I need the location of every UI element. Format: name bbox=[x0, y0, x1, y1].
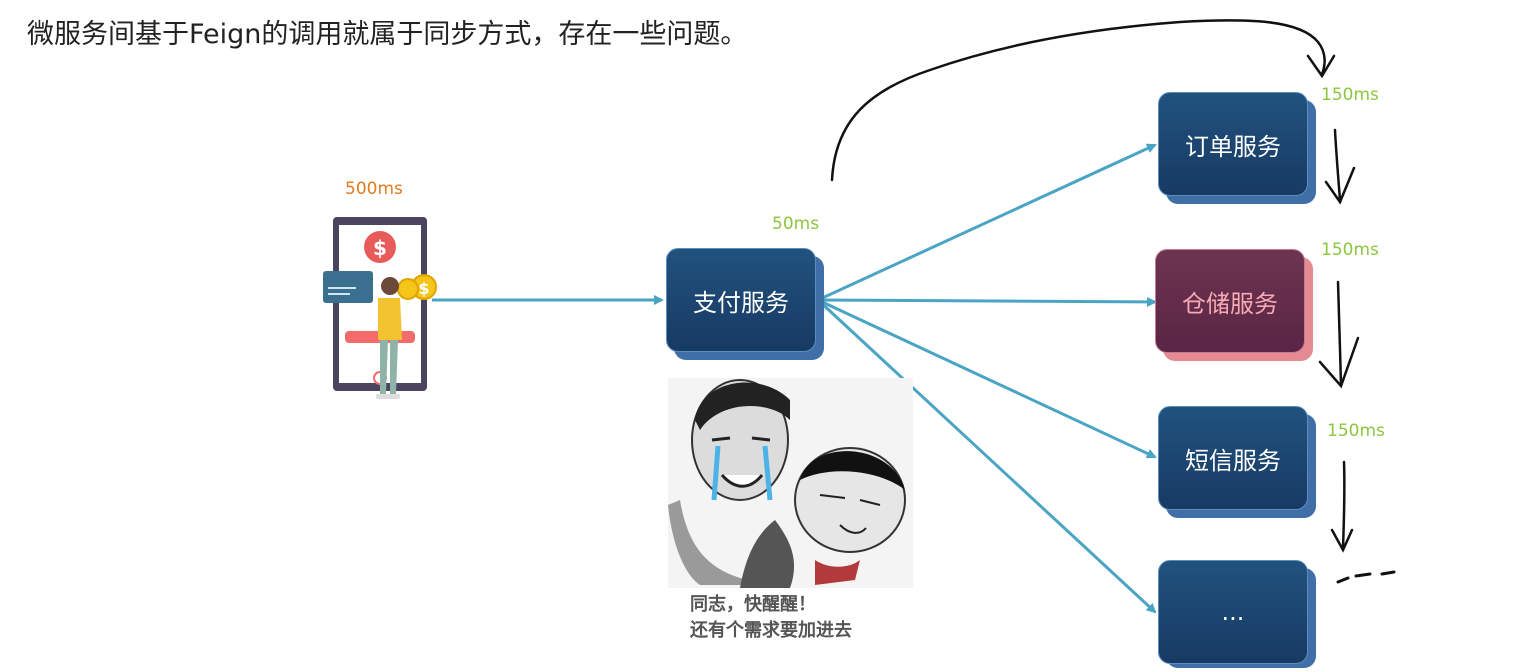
payment-service-box[interactable]: 支付服务 bbox=[666, 248, 824, 360]
handdrawn-down-arrow-3 bbox=[1341, 460, 1346, 550]
slide-title: 微服务间基于Feign的调用就属于同步方式，存在一些问题。 bbox=[27, 19, 748, 50]
more-services-box[interactable]: ... bbox=[1158, 560, 1316, 668]
handdrawn-curve-arrowhead bbox=[1306, 54, 1336, 79]
arrow-payment-to-order bbox=[817, 143, 1157, 302]
order-latency: 150ms bbox=[1321, 85, 1379, 105]
arrow-payment-to-storage bbox=[817, 296, 1157, 307]
dollar-icon bbox=[364, 231, 396, 263]
meme-illustration bbox=[668, 378, 913, 588]
handdrawn-down-arrow-2-head bbox=[1318, 336, 1360, 389]
meme-caption-line2: 还有个需求要加进去 bbox=[690, 620, 852, 641]
meme-caption-line1: 同志，快醒醒！ bbox=[690, 594, 816, 615]
meme-caption: 同志，快醒醒！ 还有个需求要加进去 bbox=[690, 592, 852, 644]
payment-latency: 50ms bbox=[772, 214, 820, 234]
storage-latency: 150ms bbox=[1321, 240, 1379, 260]
sms-service-label: 短信服务 bbox=[1158, 406, 1308, 510]
payment-service-label: 支付服务 bbox=[666, 248, 816, 352]
handdrawn-down-arrow-2 bbox=[1336, 280, 1343, 387]
svg-text:$: $ bbox=[418, 279, 429, 298]
arrow-payment-to-more bbox=[816, 298, 1157, 614]
sms-latency: 150ms bbox=[1327, 421, 1385, 441]
handdrawn-down-arrow-1 bbox=[1333, 128, 1342, 202]
client-phone-illustration: $ $ bbox=[323, 217, 437, 399]
handdrawn-down-arrow-1-head bbox=[1324, 166, 1356, 205]
person-figure bbox=[381, 277, 399, 295]
storage-service-box[interactable]: 仓储服务 bbox=[1155, 249, 1313, 361]
sms-service-box[interactable]: 短信服务 bbox=[1158, 406, 1316, 518]
handdrawn-dashes bbox=[1336, 570, 1396, 584]
order-service-label: 订单服务 bbox=[1158, 92, 1308, 196]
order-service-box[interactable]: 订单服务 bbox=[1158, 92, 1316, 204]
client-latency: 500ms bbox=[345, 179, 403, 199]
svg-text:$: $ bbox=[373, 236, 387, 260]
more-services-label: ... bbox=[1158, 560, 1308, 664]
handdrawn-down-arrow-3-head bbox=[1330, 528, 1354, 553]
storage-service-label: 仓储服务 bbox=[1155, 249, 1305, 353]
handdrawn-curve-arrow bbox=[830, 19, 1326, 182]
arrow-payment-to-sms bbox=[817, 298, 1157, 459]
